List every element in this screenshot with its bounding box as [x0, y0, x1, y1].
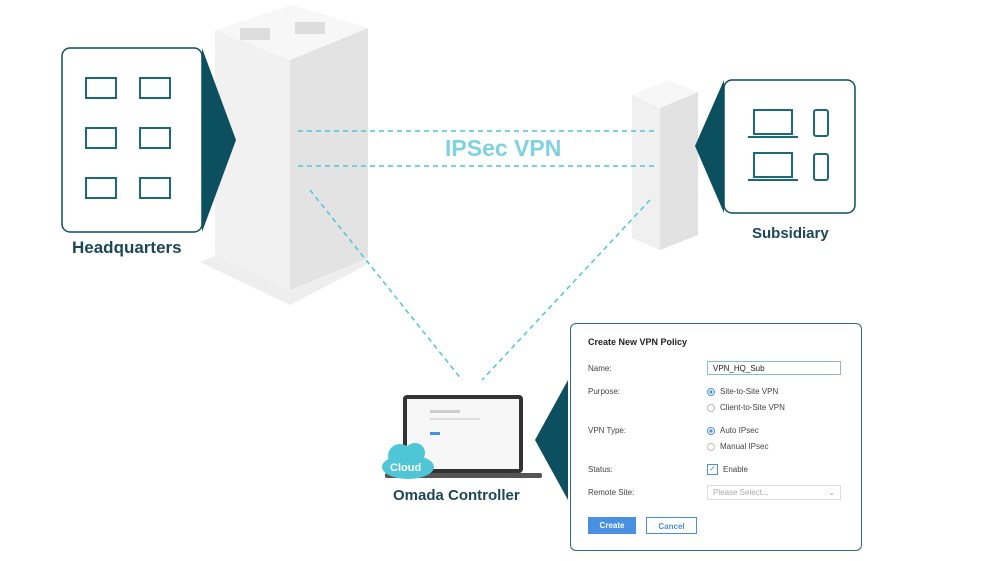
remote-site-label: Remote Site:	[588, 488, 635, 497]
hq-devices-box	[61, 47, 203, 233]
controller-label: Omada Controller	[393, 487, 520, 504]
dialog-title: Create New VPN Policy	[588, 337, 688, 347]
remote-site-select[interactable]: Please Select... ⌄	[707, 485, 841, 500]
radio-client-to-site[interactable]: Client-to-Site VPN	[707, 403, 785, 412]
option-label: Site-to-Site VPN	[720, 387, 779, 396]
name-input[interactable]: VPN_HQ_Sub	[707, 361, 841, 375]
subsidiary-label: Subsidiary	[752, 225, 829, 242]
subsidiary-building	[632, 80, 698, 250]
cancel-button[interactable]: Cancel	[646, 517, 697, 534]
headquarters-building	[200, 5, 372, 305]
option-label: Client-to-Site VPN	[720, 403, 785, 412]
headquarters-label: Headquarters	[72, 238, 182, 257]
vpn-type-label: VPN Type:	[588, 426, 627, 435]
name-label: Name:	[588, 364, 612, 373]
enable-checkbox[interactable]: ✓Enable	[707, 464, 748, 475]
create-button[interactable]: Create	[588, 517, 636, 534]
radio-manual-ipsec[interactable]: Manual IPsec	[707, 442, 768, 451]
laptop	[385, 395, 542, 478]
cloud-icon	[382, 443, 434, 479]
ipsec-vpn-label: IPSec VPN	[445, 135, 562, 161]
create-vpn-policy-dialog: Create New VPN Policy Name: VPN_HQ_Sub P…	[570, 323, 862, 551]
select-placeholder: Please Select...	[713, 488, 769, 497]
option-label: Enable	[723, 465, 748, 474]
purpose-label: Purpose:	[588, 387, 621, 396]
radio-auto-ipsec[interactable]: Auto IPsec	[707, 426, 759, 435]
radio-site-to-site[interactable]: Site-to-Site VPN	[707, 387, 778, 396]
status-label: Status:	[588, 465, 613, 474]
subsidiary-devices-box	[723, 79, 856, 214]
chevron-down-icon: ⌄	[828, 488, 835, 497]
cloud-label: Cloud	[390, 462, 422, 474]
option-label: Manual IPsec	[720, 442, 769, 451]
option-label: Auto IPsec	[720, 426, 759, 435]
